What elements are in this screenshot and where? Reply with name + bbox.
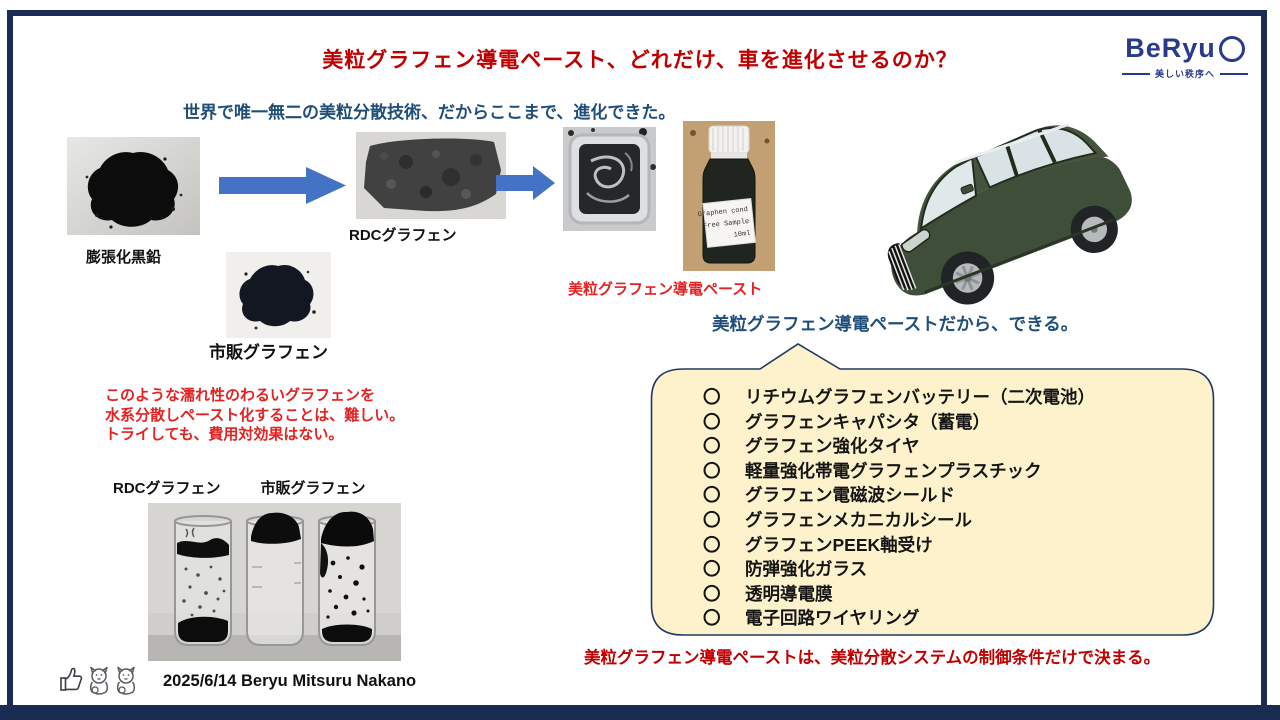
paste-label: 美粒グラフェン導電ペースト: [568, 281, 763, 298]
svg-text:10ml: 10ml: [733, 230, 751, 240]
sample-bottle-photo: Graphen cond Free Sample 10ml: [683, 121, 775, 271]
list-item: 〇グラフェンキャパシタ（蓄電）: [703, 411, 990, 432]
market-graphene-photo: [226, 252, 331, 338]
list-item: 〇電子回路ワイヤリング: [703, 608, 920, 629]
company-logo: BeRyu 美しい秩序へ: [1122, 33, 1249, 80]
list-item: 〇グラフェンPEEK軸受け: [703, 534, 933, 555]
beaker-market: [318, 511, 376, 646]
list-item: 〇グラフェンメカニカルシール: [703, 509, 972, 530]
applications-list: 〇リチウムグラフェンバッテリー（二次電池） 〇グラフェンキャパシタ（蓄電） 〇グ…: [703, 385, 1203, 631]
list-item: 〇防弾強化ガラス: [703, 559, 868, 580]
beaker-comparison-photo: [148, 503, 401, 661]
thumbs-up-icon: [60, 667, 83, 691]
car-image: [887, 122, 1132, 305]
subtitle-text: 世界で唯一無二の美粒分散技術、だからここまで、進化できた。: [183, 103, 676, 122]
list-item: 〇リチウムグラフェンバッテリー（二次電池）: [703, 387, 1095, 407]
footer-bar: [0, 705, 1280, 720]
slide-border-frame: [7, 10, 1267, 705]
bubble-caption: 美粒グラフェン導電ペーストだから、できる。: [712, 314, 1079, 334]
paste-container-photo: [563, 127, 656, 231]
maneki-neko-icon: [89, 666, 109, 695]
bottle-label: Graphen cond Free Sample 10ml: [697, 198, 756, 248]
arrow-right-icon: [496, 166, 555, 200]
list-item: 〇透明導電膜: [703, 583, 833, 604]
applications-bubble: [650, 343, 1215, 636]
list-item: 〇軽量強化帯電グラフェンプラスチック: [703, 460, 1042, 481]
list-item: 〇グラフェン電磁波シールド: [703, 485, 955, 506]
logo-tagline: 美しい秩序へ: [1155, 69, 1216, 79]
conclusion-text: 美粒グラフェン導電ペーストは、美粒分散システムの制御条件だけで決まる。: [584, 649, 1161, 667]
expanded-graphite-label: 膨張化黒鉛: [86, 249, 162, 266]
logo-brand-text: BeRyu: [1125, 33, 1216, 63]
logo-circle-icon: [1218, 35, 1245, 62]
beaker-rdc: [174, 515, 232, 646]
list-item: 〇グラフェン強化タイヤ: [703, 436, 920, 457]
expanded-graphite-photo: [67, 137, 200, 235]
beaker-clear: [246, 512, 304, 646]
comparison-label-right: 市販グラフェン: [260, 480, 366, 497]
footer-icon-group: [58, 665, 138, 695]
warning-text: このような濡れ性のわるいグラフェンを 水系分散しペースト化することは、難しい。 …: [105, 387, 405, 443]
rdc-graphene-photo: [356, 132, 506, 219]
logo-divider: [1220, 72, 1249, 75]
footer-date: 2025/6/14 Beryu Mitsuru Nakano: [163, 672, 417, 690]
beaker-comparison-labels: RDCグラフェン 市販グラフェン: [113, 477, 366, 498]
maneki-neko-icon: [116, 666, 136, 695]
arrow-right-icon: [219, 167, 346, 204]
market-graphene-label: 市販グラフェン: [209, 343, 328, 362]
rdc-graphene-label: RDCグラフェン: [349, 227, 457, 244]
page-title: 美粒グラフェン導電ペースト、どれだけ、車を進化させるのか？: [322, 49, 958, 72]
logo-divider: [1122, 72, 1150, 75]
comparison-label-left: RDCグラフェン: [113, 480, 221, 497]
